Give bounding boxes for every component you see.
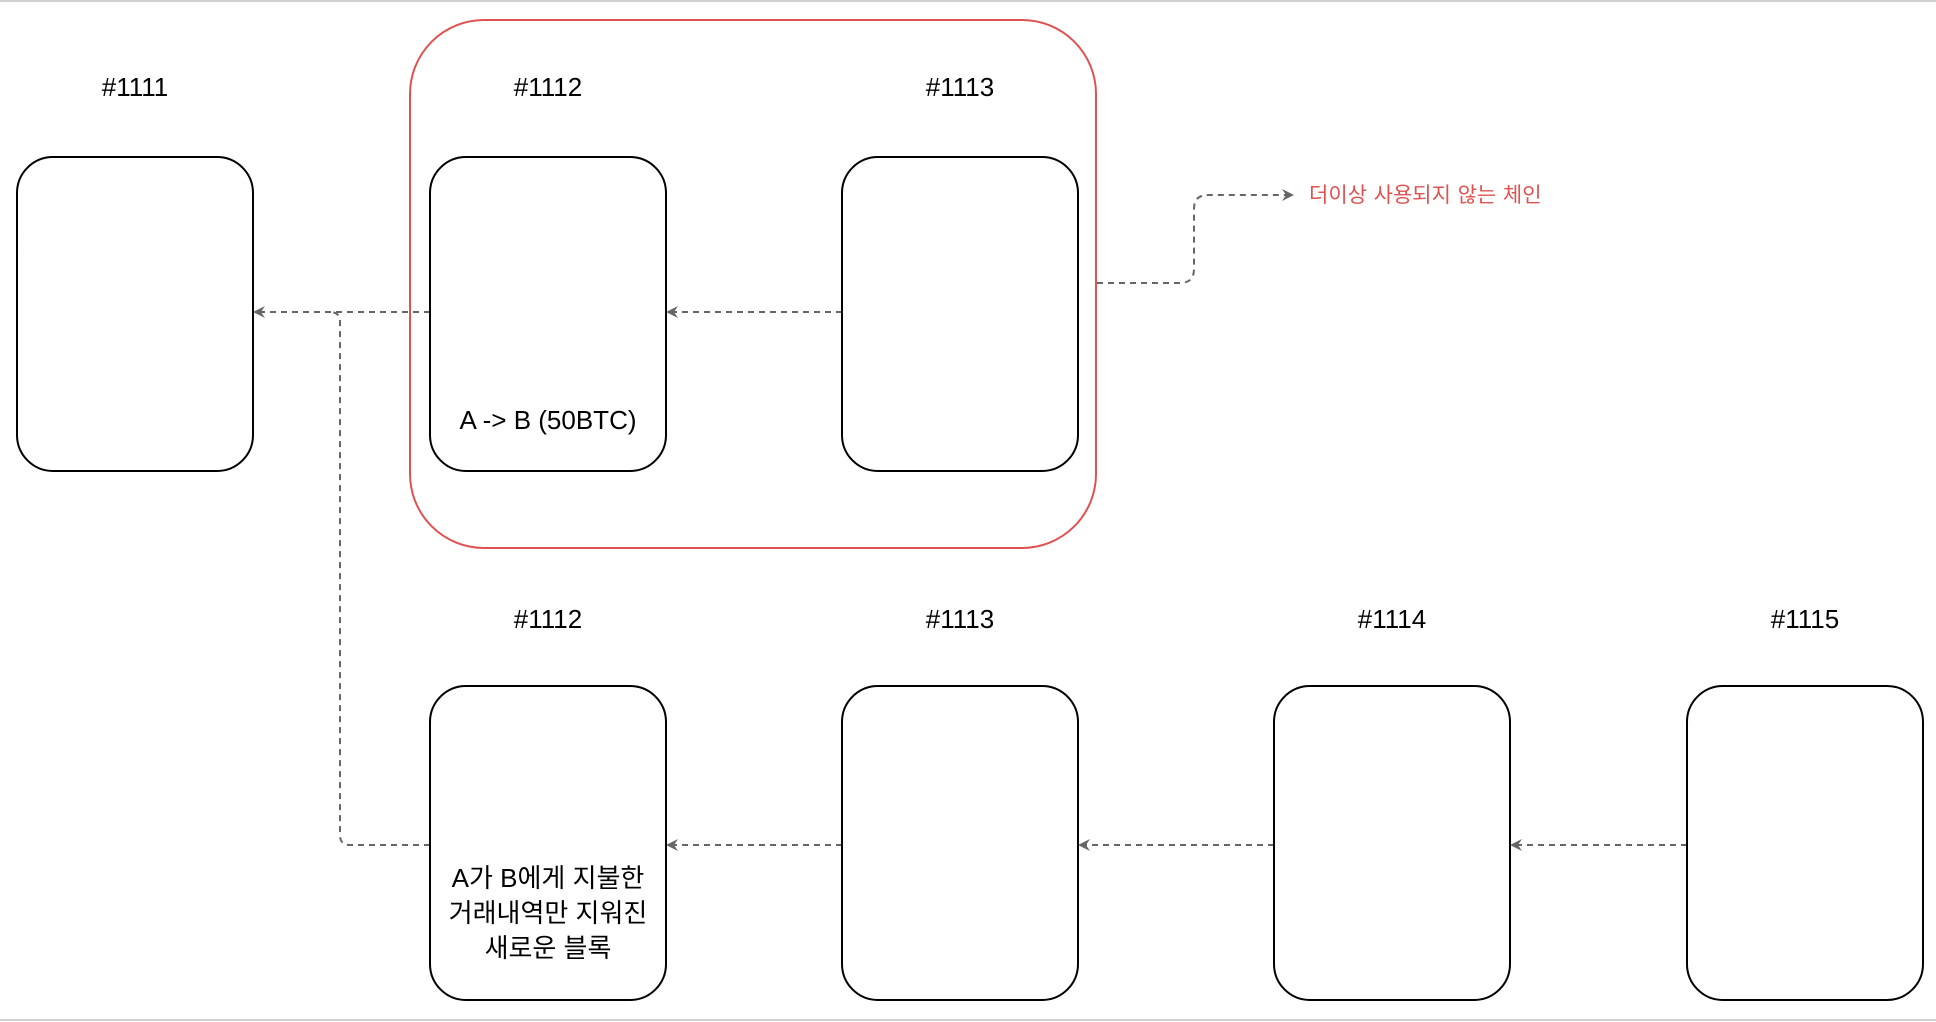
block-1112-new-line-3: 새로운 블록: [485, 933, 612, 963]
block-label-1112-orphan: #1112: [514, 72, 582, 102]
block-label-1113-orphan: #1113: [926, 72, 994, 102]
block-label-1112-new: #1112: [514, 604, 582, 634]
block-1112-new-line-2: 거래내역만 지워진: [449, 898, 648, 928]
block-1112-new-line-1: A가 B에게 지불한: [452, 863, 645, 893]
block-1112-orphan-tx: A -> B (50BTC): [460, 405, 637, 435]
block-label-1111: #1111: [102, 72, 169, 102]
block-label-1113-new: #1113: [926, 604, 994, 634]
edge-new1112-to-1111: [329, 311, 430, 846]
block-1111[interactable]: [16, 156, 254, 472]
annotation-connector: [1097, 189, 1294, 284]
block-1114[interactable]: [1273, 685, 1511, 1001]
block-label-1115: #1115: [1771, 604, 1839, 634]
orphan-chain-annotation: 더이상 사용되지 않는 체인: [1309, 183, 1542, 207]
block-1112-new[interactable]: [429, 685, 667, 1001]
block-1115[interactable]: [1686, 685, 1924, 1001]
block-label-1114: #1114: [1358, 604, 1426, 634]
block-1113-orphan[interactable]: [841, 156, 1079, 472]
block-1113-new[interactable]: [841, 685, 1079, 1001]
block-1112-orphan[interactable]: [429, 156, 667, 472]
orphan-chain-group[interactable]: [409, 19, 1097, 549]
